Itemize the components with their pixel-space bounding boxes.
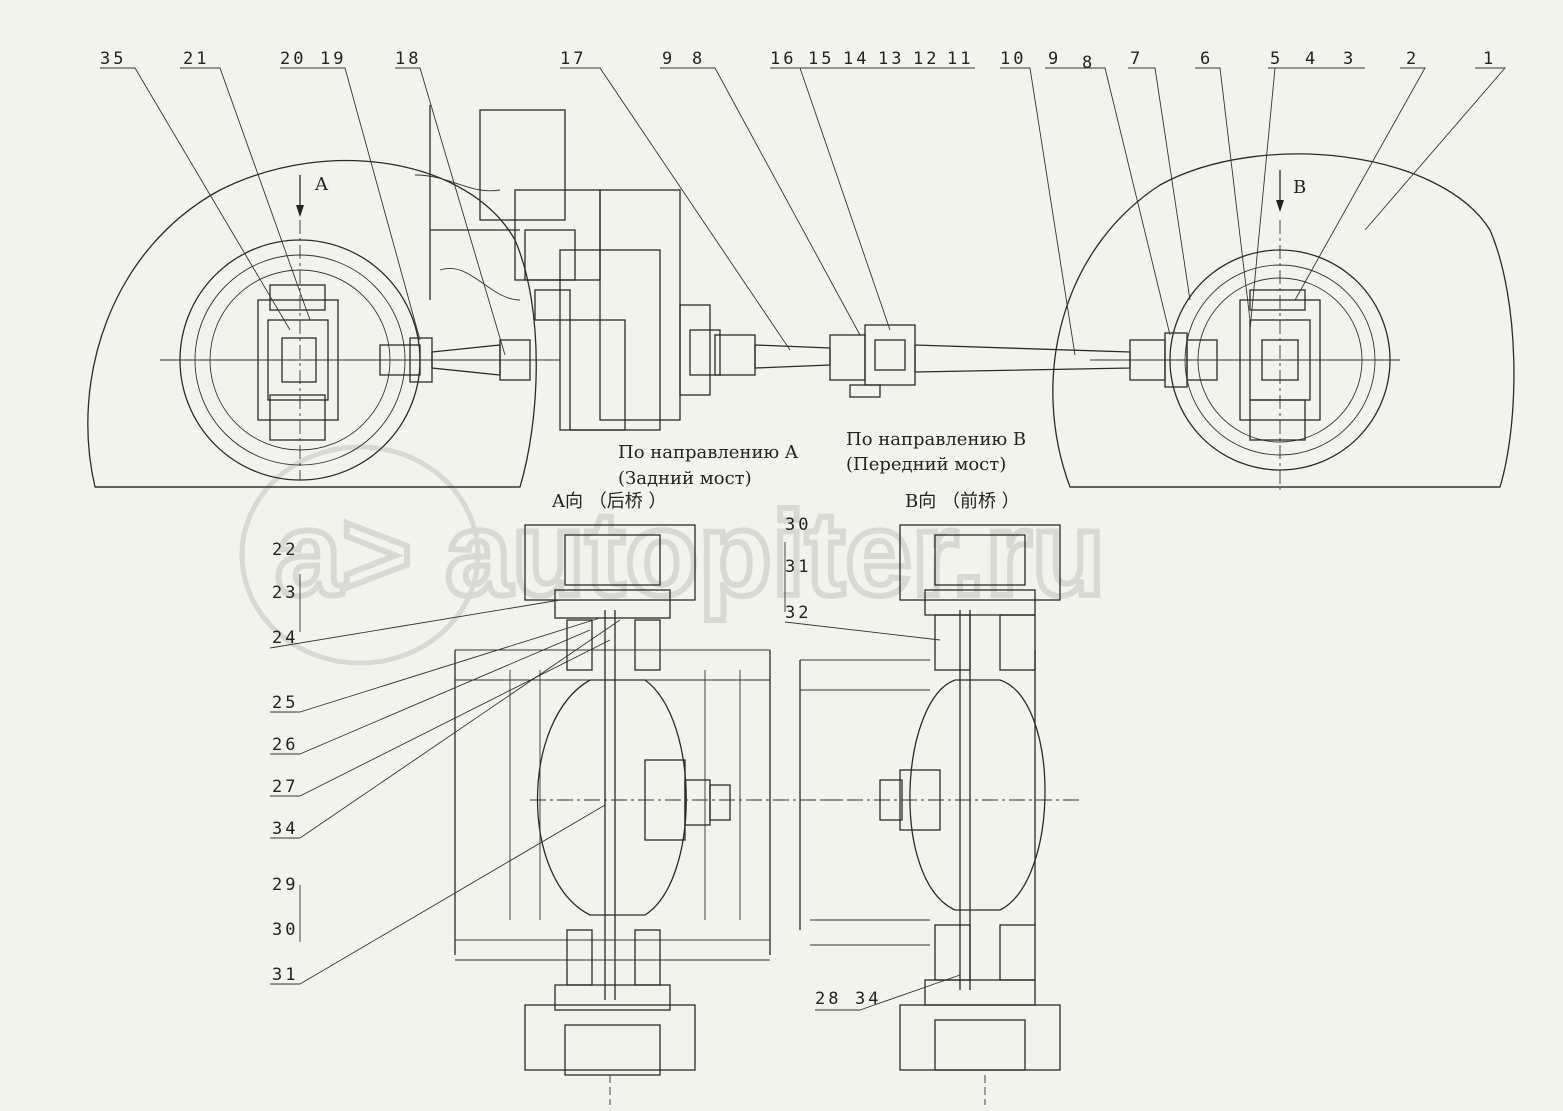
part-31-rear: 31	[272, 965, 298, 985]
part-15: 15	[808, 49, 834, 69]
part-11: 11	[947, 49, 973, 69]
front-drive-shaft	[914, 344, 1131, 373]
part-9-front: 9	[1048, 49, 1061, 69]
part-8-center: 8	[692, 49, 705, 69]
view-marker-b: B	[1293, 177, 1306, 198]
center-shaft-yoke	[714, 334, 756, 376]
caption-dir-b-2: (Передний мост)	[846, 454, 1006, 475]
part-8-front: 8	[1082, 53, 1095, 73]
transmission	[414, 105, 721, 431]
part-23: 23	[272, 583, 298, 603]
rear-axle-housing	[536, 679, 687, 916]
caption-view-b: B向 （前桥 ）	[905, 491, 1020, 512]
part-34-rear: 34	[272, 819, 298, 839]
part-6: 6	[1200, 49, 1213, 69]
part-1: 1	[1483, 49, 1496, 69]
part-26: 26	[272, 735, 298, 755]
part-9-center: 9	[662, 49, 675, 69]
part-7: 7	[1130, 49, 1143, 69]
side-view: A B	[87, 105, 1515, 490]
front-axle-housing	[909, 679, 1046, 911]
top-leaders	[100, 67, 1506, 356]
part-18: 18	[395, 49, 421, 69]
part-13: 13	[878, 49, 904, 69]
captions: По направлению A (Задний мост) По направ…	[551, 429, 1026, 512]
part-12: 12	[913, 49, 939, 69]
center-drive-shaft	[754, 344, 831, 369]
part-29: 29	[272, 875, 298, 895]
intermediate-support	[864, 324, 916, 386]
part-28: 28	[815, 989, 841, 1009]
part-34-front: 34	[855, 989, 881, 1009]
caption-view-a: A向 （后桥 ）	[551, 491, 666, 512]
part-14: 14	[843, 49, 869, 69]
part-10: 10	[1000, 49, 1026, 69]
caption-dir-a-2: (Задний мост)	[618, 468, 752, 489]
watermark-text: a> autopiter.ru	[275, 487, 1105, 621]
part-17: 17	[560, 49, 586, 69]
part-5: 5	[1270, 49, 1283, 69]
lower-leaders	[269, 542, 961, 1011]
part-30-rear: 30	[272, 920, 298, 940]
part-4: 4	[1305, 49, 1318, 69]
front-wheel-tyre	[1052, 153, 1515, 488]
part-22: 22	[272, 540, 298, 560]
rear-shaft-flange	[379, 344, 421, 376]
part-24: 24	[272, 628, 298, 648]
part-2: 2	[1406, 49, 1419, 69]
part-25: 25	[272, 693, 298, 713]
part-3: 3	[1343, 49, 1356, 69]
part-30-front: 30	[785, 515, 811, 535]
top-part-numbers: 35 21 20 19 18 17 9 8 16 15 14 13 12 11 …	[100, 49, 1496, 73]
view-marker-a: A	[314, 174, 329, 195]
rear-wheel-tyre	[87, 159, 537, 488]
part-35: 35	[100, 49, 126, 69]
part-16: 16	[770, 49, 796, 69]
caption-dir-b-1: По направлению B	[846, 429, 1026, 450]
part-27: 27	[272, 777, 298, 797]
front-axle-view	[799, 524, 1080, 1105]
lower-part-numbers: 22 23 24 25 26 27 34 29 30 31 30 31 32 2…	[272, 515, 881, 1009]
part-20: 20	[280, 49, 306, 69]
part-32: 32	[785, 603, 811, 623]
part-21: 21	[183, 49, 209, 69]
caption-dir-a-1: По направлению A	[618, 442, 799, 463]
part-19: 19	[320, 49, 346, 69]
watermark: a> autopiter.ru	[239, 444, 1108, 666]
part-31-front: 31	[785, 557, 811, 577]
